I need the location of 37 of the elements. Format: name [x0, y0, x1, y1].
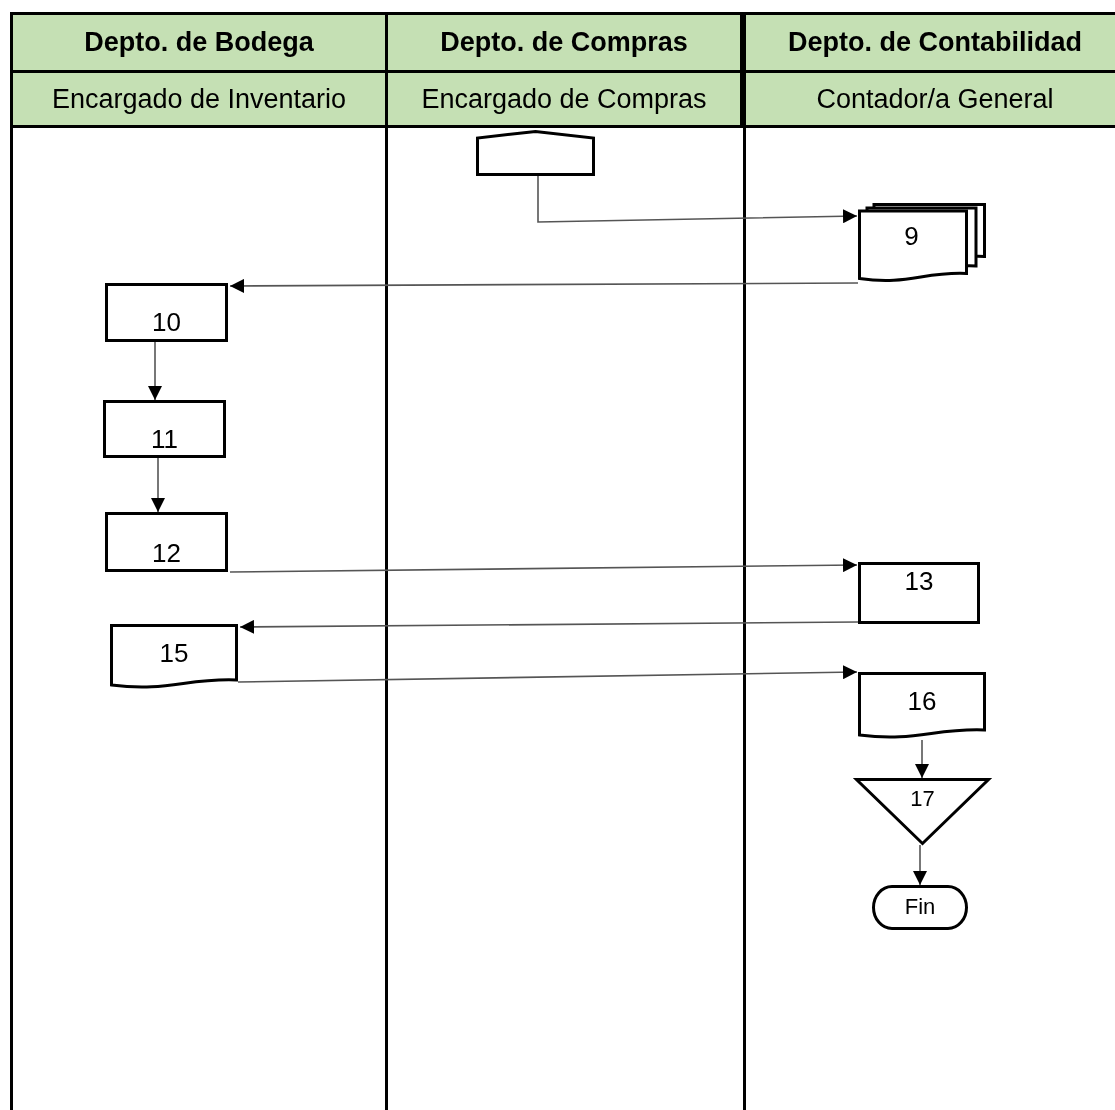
off-page-connector	[476, 130, 595, 176]
swimlane	[10, 12, 388, 1110]
process-box	[858, 562, 980, 624]
arrow	[148, 341, 162, 401]
arrow	[913, 844, 927, 886]
step-number: 10	[151, 307, 182, 338]
role-header: Contador/a General	[743, 70, 1115, 128]
process-box	[105, 512, 228, 572]
step-number: 11	[150, 424, 179, 455]
terminator	[872, 885, 968, 930]
department-header: Depto. de Contabilidad	[743, 12, 1115, 73]
arrow	[229, 278, 859, 293]
document-shape	[110, 624, 238, 690]
department-header: Depto. de Bodega	[10, 12, 388, 73]
arrow	[239, 619, 859, 634]
process-box	[105, 283, 228, 342]
arrow	[537, 175, 858, 224]
role-header: Encargado de Compras	[385, 70, 743, 128]
arrow	[151, 457, 165, 513]
swimlane	[385, 12, 743, 1110]
step-number: 13	[903, 566, 935, 597]
arrow	[229, 558, 858, 573]
role-header: Encargado de Inventario	[10, 70, 388, 128]
step-number: 16	[906, 686, 938, 717]
arrow	[915, 739, 929, 779]
department-header: Depto. de Compras	[385, 12, 743, 73]
multiple-documents-shape	[858, 203, 986, 285]
step-number: 15	[158, 638, 190, 669]
archive-triangle	[855, 778, 990, 845]
swimlane	[743, 12, 1115, 1110]
process-box	[103, 400, 226, 458]
step-number: 17	[909, 786, 936, 812]
step-number: 12	[151, 538, 182, 569]
arrow	[237, 665, 858, 683]
step-number: 9	[903, 221, 920, 252]
end-label: Fin	[903, 894, 937, 920]
document-shape	[858, 672, 986, 740]
